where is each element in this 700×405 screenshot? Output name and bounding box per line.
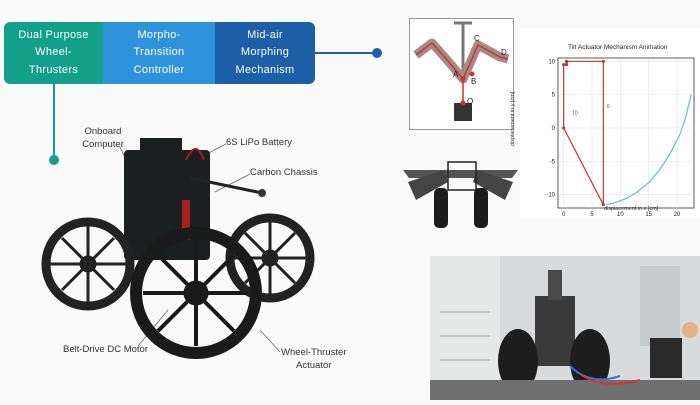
wheel-front-left [130, 227, 262, 359]
banner-mid-air-morphing-mechanism: Mid-air Morphing Mechanism [215, 22, 315, 84]
chart-x-tick-label: 20 [674, 212, 681, 218]
chart-y-tick-label: -10 [546, 193, 555, 199]
callout-actuator: Wheel-Thruster Actuator [281, 347, 347, 371]
banner-label: Dual Purpose Wheel- Thrusters [18, 29, 89, 76]
wheel-back-left [41, 217, 135, 311]
chart-annotation: 0 [565, 61, 568, 67]
chart-title: Tilt Actuator Mechanism Animation [568, 44, 668, 51]
chart-annotation: 10 [572, 111, 578, 117]
chart-x-tick-label: 15 [645, 212, 652, 218]
chart-point [562, 126, 566, 130]
label-c: C [474, 34, 480, 43]
banner-label: Morpho- Transition Controller [133, 29, 185, 76]
chart-x-tick-label: 0 [562, 212, 566, 218]
banner-label: Mid-air Morphing Mechanism [235, 29, 295, 76]
callout-battery: 6S LiPo Battery [226, 137, 293, 148]
callout-onboard-computer: Onboard Computer [82, 126, 124, 150]
tilt-chart: 0 5 10 15 20 10 5 0 -5 -10 10 0 0 [546, 57, 695, 218]
mechanism-diagram: C D A B O [413, 21, 510, 121]
chart-x-tick-label: 5 [590, 212, 594, 218]
banner-right-dot [372, 48, 382, 58]
label-b: B [471, 77, 476, 86]
chart-point [562, 63, 566, 67]
chart-point [564, 59, 569, 63]
feature-banner: Dual Purpose Wheel- Thrusters Morpho- Tr… [4, 22, 315, 84]
chart-x-axis-label: displacement in x [cm] [604, 206, 659, 212]
robot-photo [430, 256, 700, 400]
chart-y-tick-label: 10 [548, 59, 555, 65]
banner-dual-purpose-wheel-thrusters: Dual Purpose Wheel- Thrusters [4, 22, 103, 84]
label-a: A [453, 70, 459, 79]
chart-point [564, 63, 569, 67]
chart-y-tick-label: -5 [550, 159, 556, 165]
chart-plot-area [557, 57, 695, 209]
label-o: O [467, 97, 473, 106]
banner-morpho-transition-controller: Morpho- Transition Controller [103, 22, 215, 84]
banner-down-dot [49, 155, 59, 165]
chart-point [601, 59, 605, 63]
callout-motor: Belt-Drive DC Motor [63, 344, 148, 355]
chart-y-tick-label: 5 [552, 93, 556, 99]
robot-photo-panel [430, 256, 700, 400]
chart-y-tick-label: 0 [552, 126, 556, 132]
mechanism-panel: C D A B O [409, 18, 514, 130]
tilt-chart-panel: Tilt Actuator Mechanism Animation 0 5 10 15… [510, 28, 700, 218]
chart-annotation: 0 [607, 104, 610, 110]
label-d: D [501, 48, 507, 57]
chart-series-0 [606, 94, 692, 206]
chart-point [601, 203, 605, 207]
chart-x-tick-label: 10 [617, 212, 624, 218]
chart-y-axis-label: displacement in y [cm] [510, 91, 516, 146]
callout-chassis: Carbon Chassis [250, 167, 318, 178]
